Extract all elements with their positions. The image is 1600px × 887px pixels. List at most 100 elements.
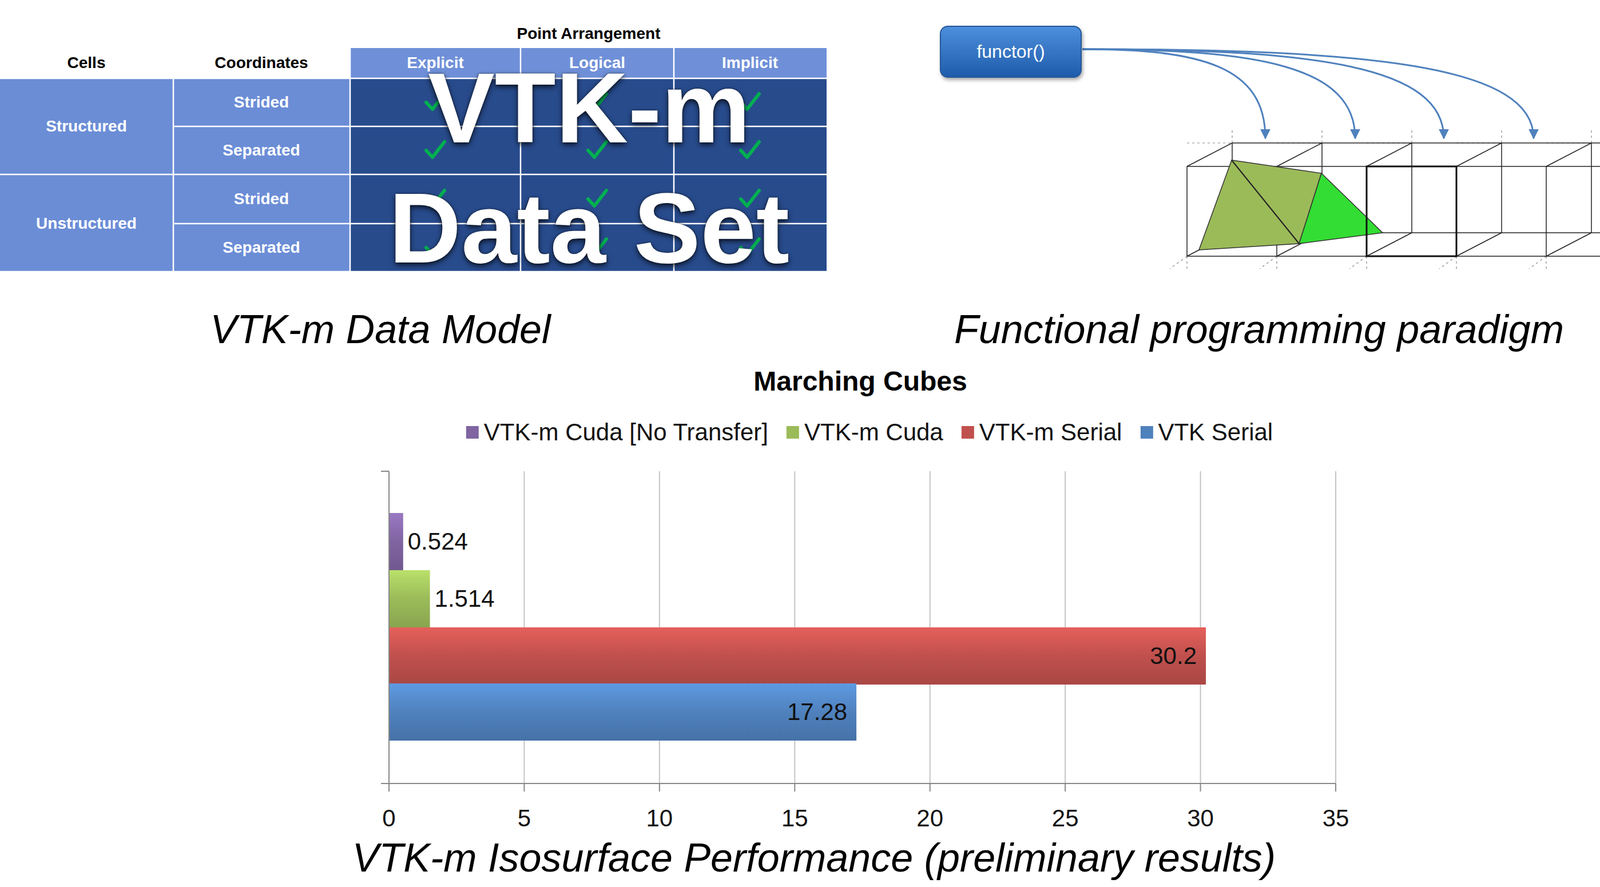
- grid-edge: [1366, 143, 1412, 167]
- legend-item: VTK-m Cuda [No Transfer]: [466, 418, 769, 447]
- tick-mark: [929, 783, 931, 792]
- grid-extension: [1455, 256, 1457, 271]
- legend-item: VTK-m Cuda: [786, 418, 944, 447]
- legend-label: VTK-m Serial: [979, 418, 1123, 447]
- y-axis: [388, 471, 390, 784]
- grid-extension: [1545, 256, 1547, 271]
- column-group-header: Point Arrangement: [517, 24, 661, 43]
- tick-mark: [1064, 783, 1066, 792]
- function-box: functor(): [939, 25, 1082, 78]
- grid-extension: [1259, 256, 1277, 269]
- grid-extension: [1349, 256, 1367, 269]
- grid-extension: [1439, 256, 1457, 269]
- tick-label: 10: [645, 804, 673, 833]
- grid-edge: [1546, 232, 1592, 257]
- bar-value: 30.2: [1149, 642, 1197, 670]
- grid-edge: [1232, 142, 1600, 144]
- row-header: Separated: [222, 238, 300, 257]
- legend-label: VTK-m Cuda [No Transfer]: [483, 418, 769, 447]
- gridline: [1335, 471, 1337, 784]
- grid-edge: [1590, 143, 1592, 233]
- tick-label: 15: [781, 804, 809, 833]
- highlighted-cell: [1366, 166, 1457, 257]
- legend-label: VTK Serial: [1157, 418, 1273, 447]
- tick-label: 30: [1186, 804, 1214, 833]
- grid-edge: [1456, 232, 1502, 257]
- grid-extension: [1321, 128, 1322, 144]
- grid-extension: [1501, 128, 1502, 144]
- legend-item: VTK Serial: [1140, 418, 1273, 447]
- row-header: Unstructured: [36, 214, 137, 233]
- bar: [389, 570, 431, 628]
- tick-label: 35: [1322, 804, 1350, 833]
- tick-mark: [1200, 783, 1202, 792]
- apply-arrow: [1082, 49, 1356, 139]
- legend-swatch: [1140, 426, 1153, 439]
- watermark: VTK-m Data Set: [354, 48, 824, 289]
- triangle-patch: [1299, 173, 1383, 244]
- column-header: Coordinates: [214, 53, 308, 73]
- grid-edge: [1546, 143, 1592, 167]
- grid-extension: [1186, 142, 1233, 144]
- legend: VTK-m Cuda [No Transfer] VTK-m Cuda VTK-m …: [466, 418, 1273, 447]
- bar-value: 17.28: [787, 698, 848, 726]
- grid-edge: [1186, 166, 1188, 257]
- tick-label: 25: [1051, 804, 1079, 833]
- tick-mark: [1335, 783, 1337, 792]
- bar: [389, 683, 857, 741]
- panel-caption: VTK-m Data Model: [209, 306, 551, 353]
- function-label: functor(): [976, 41, 1045, 63]
- grid-edge: [1366, 232, 1412, 257]
- row-header: Structured: [45, 117, 127, 136]
- bar-chart: [380, 471, 1336, 792]
- cell-grid: [1169, 128, 1600, 271]
- tick-label: 20: [916, 804, 944, 833]
- bar: [389, 513, 404, 571]
- column-header: Cells: [67, 53, 106, 73]
- grid-extension: [1590, 128, 1592, 144]
- legend-swatch: [786, 426, 800, 439]
- tick-mark: [388, 783, 390, 792]
- grid-extension: [1231, 128, 1233, 144]
- tick-mark: [380, 470, 389, 472]
- grid-edge: [1231, 160, 1300, 244]
- grid-edge: [1411, 143, 1413, 233]
- tick-label: 0: [382, 804, 396, 833]
- grid-edge: [1276, 143, 1322, 167]
- tick-mark: [523, 783, 525, 792]
- grid-extension: [1411, 128, 1412, 144]
- grid-extension: [1186, 256, 1187, 271]
- grid-extension: [1169, 256, 1187, 269]
- figure-caption: VTK-m Isosurface Performance (preliminar…: [352, 835, 1276, 882]
- grid-extension: [1366, 256, 1367, 271]
- legend-item: VTK-m Serial: [961, 418, 1123, 447]
- grid-edge: [1501, 143, 1503, 233]
- chart-title: Marching Cubes: [753, 365, 967, 397]
- bar-value: 0.524: [407, 527, 468, 556]
- functor-arrows: [1082, 49, 1534, 139]
- tick-label: 5: [517, 804, 531, 833]
- row-header: Strided: [233, 93, 289, 112]
- row-header: Strided: [233, 189, 289, 209]
- grid-line: [349, 48, 352, 272]
- apply-arrow: [1082, 49, 1266, 139]
- bar: [389, 627, 1206, 685]
- grid-edge: [1186, 143, 1233, 167]
- tick-mark: [793, 783, 796, 792]
- panel-caption: Functional programming paradigm: [954, 306, 1564, 353]
- grid-extension: [1529, 256, 1547, 269]
- grid-edge: [1456, 143, 1502, 167]
- tick-mark: [658, 783, 661, 792]
- grid-extension: [1276, 256, 1277, 271]
- legend-label: VTK-m Cuda: [804, 418, 944, 447]
- legend-swatch: [466, 426, 479, 439]
- apply-arrow: [1082, 49, 1534, 139]
- bar-value: 1.514: [434, 585, 495, 613]
- grid-edge: [1545, 166, 1547, 257]
- legend-swatch: [961, 426, 975, 439]
- row-header: Separated: [222, 141, 300, 160]
- x-axis: [380, 783, 1336, 785]
